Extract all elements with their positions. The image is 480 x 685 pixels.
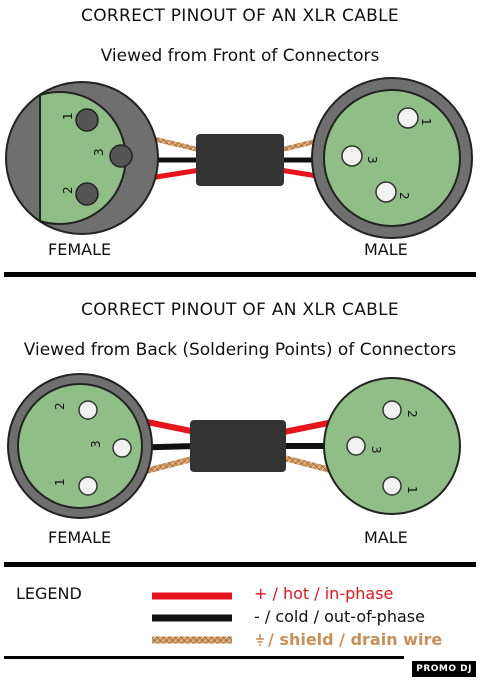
bottom-female-pin-1: [78, 476, 98, 496]
top-female-pin-2: [75, 182, 99, 206]
top-male-pin-label-1: 1: [419, 118, 433, 126]
top-female-pin-label-3: 3: [92, 148, 106, 156]
legend-divider: [4, 562, 476, 567]
top-female-connector: 1 3 2: [5, 81, 159, 235]
top-male-pin-label-3: 3: [365, 156, 379, 164]
bottom-title: CORRECT PINOUT OF AN XLR CABLE: [81, 300, 399, 320]
top-shield-wire-left: [149, 135, 201, 153]
bottom-female-connector: 2 3 1: [7, 373, 153, 519]
top-female-pin-1: [75, 108, 99, 132]
legend-cold-label: - / cold / out-of-phase: [254, 607, 425, 626]
bottom-subtitle: Viewed from Back (Soldering Points) of C…: [23, 340, 457, 360]
bottom-male-connector: 2 3 1: [323, 377, 461, 515]
bottom-male-pin-label-2: 2: [405, 410, 419, 418]
bottom-female-label: FEMALE: [48, 528, 112, 547]
bottom-female-pin-3: [112, 438, 132, 458]
ground-icon: [256, 634, 264, 646]
top-male-pin-3: [341, 145, 363, 167]
top-cable-jacket: [196, 134, 284, 186]
top-subtitle: Viewed from Front of Connectors: [100, 46, 380, 66]
top-male-pin-1: [397, 107, 419, 129]
top-female-pin-label-2: 2: [61, 186, 75, 194]
top-male-label: MALE: [364, 240, 408, 259]
bottom-female-pin-label-2: 2: [53, 402, 67, 410]
top-male-connector: 1 3 2: [311, 77, 473, 239]
top-female-pin-3: [109, 144, 133, 168]
legend-title: LEGEND: [16, 584, 82, 603]
brand-logo: PROMO DJ: [412, 661, 476, 677]
bottom-male-pin-label-3: 3: [369, 446, 383, 454]
section-divider: [4, 272, 476, 277]
top-female-label: FEMALE: [48, 240, 112, 259]
bottom-divider: [4, 656, 404, 659]
bottom-cable-jacket: [190, 420, 286, 472]
top-female-pin-label-1: 1: [61, 112, 75, 120]
bottom-male-pin-2: [382, 400, 402, 420]
top-cable: [149, 134, 331, 186]
bottom-female-pin-label-3: 3: [89, 440, 103, 448]
bottom-male-pin-3: [346, 436, 366, 456]
top-title: CORRECT PINOUT OF AN XLR CABLE: [81, 6, 399, 26]
top-hot-wire-left: [149, 167, 201, 181]
bottom-male-pin-label-1: 1: [405, 486, 419, 494]
bottom-male-label: MALE: [364, 528, 408, 547]
top-male-pin-2: [375, 181, 397, 203]
bottom-female-pin-label-1: 1: [53, 478, 67, 486]
top-male-pin-label-2: 2: [397, 192, 411, 200]
bottom-female-pin-2: [78, 400, 98, 420]
legend-hot-label: + / hot / in-phase: [254, 584, 394, 603]
bottom-male-pin-1: [382, 476, 402, 496]
legend-shield-label: / shield / drain wire: [268, 630, 443, 649]
